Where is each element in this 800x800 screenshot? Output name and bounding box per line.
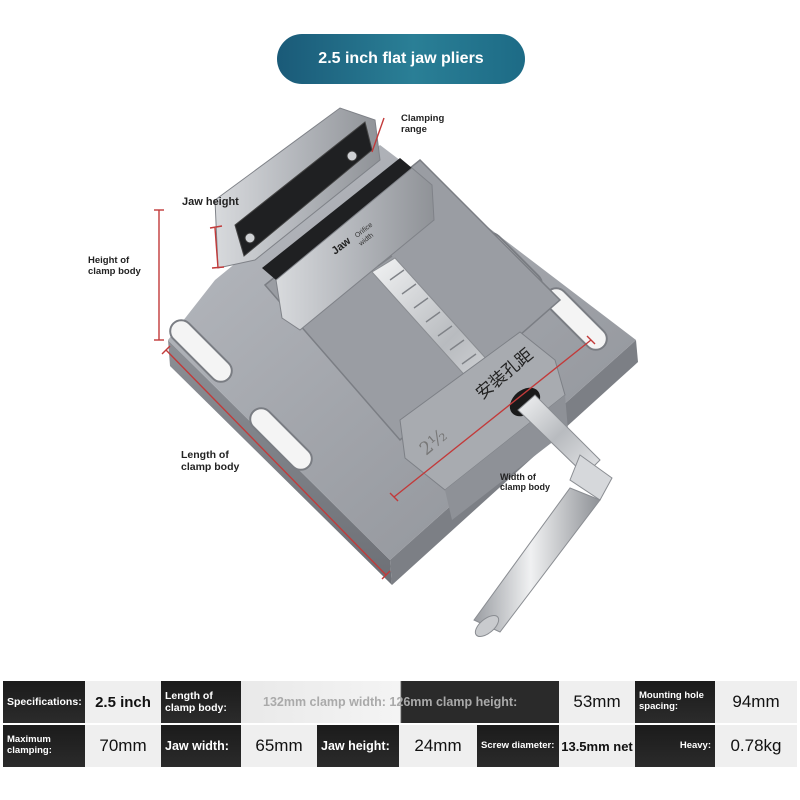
spec-max-clamping-label: Maximum clamping: — [3, 725, 85, 767]
movable-jaw — [275, 167, 435, 331]
label-clamping-range: Clamping range — [401, 113, 445, 135]
spec-heavy-label: Heavy: — [635, 725, 715, 767]
spec-jaw-height-value: 24mm — [399, 725, 477, 767]
spec-length-label: Length of clamp body: — [161, 681, 241, 723]
spec-mounting-value: 94mm — [715, 681, 797, 723]
spec-heavy-value: 0.78kg — [715, 725, 797, 767]
dimension-lines — [154, 117, 596, 580]
label-height-of-clamp-body: Height of clamp body — [88, 255, 141, 277]
spec-jaw-width-value: 65mm — [241, 725, 317, 767]
spec-mounting-label: Mounting hole spacing: — [635, 681, 715, 723]
spec-jaw-height-label: Jaw height: — [317, 725, 399, 767]
label-jaw-height: Jaw height — [182, 196, 239, 208]
spec-jaw-width-label: Jaw width: — [161, 725, 241, 767]
spec-max-clamping-value: 70mm — [85, 725, 161, 767]
spec-row-1: Specifications: 2.5 inch Length of clamp… — [3, 681, 797, 723]
spec-table: Specifications: 2.5 inch Length of clamp… — [3, 681, 797, 767]
spec-row-2: Maximum clamping: 70mm Jaw width: 65mm J… — [3, 725, 797, 767]
label-width-of-clamp-body: Width of clamp body — [500, 472, 551, 493]
title-text: 2.5 inch flat jaw pliers — [318, 50, 484, 67]
handle-bar — [473, 487, 601, 633]
spec-length-overlay: 132mm clamp width: 126mm clamp height: — [241, 681, 559, 723]
title-banner: 2.5 inch flat jaw pliers — [277, 34, 525, 84]
vise-illustration: Jaw Orifice width 安装孔距 2½ — [154, 107, 638, 637]
spec-specifications-label: Specifications: — [3, 681, 85, 723]
spec-specifications-value: 2.5 inch — [85, 681, 161, 723]
spec-height-value: 53mm — [559, 681, 635, 723]
movable-jaw-insert — [262, 158, 412, 280]
spec-screw-value: 13.5mm net — [559, 725, 635, 767]
label-length-of-clamp-body: Length of clamp body — [181, 449, 240, 474]
spec-screw-label: Screw diameter: — [477, 725, 559, 767]
